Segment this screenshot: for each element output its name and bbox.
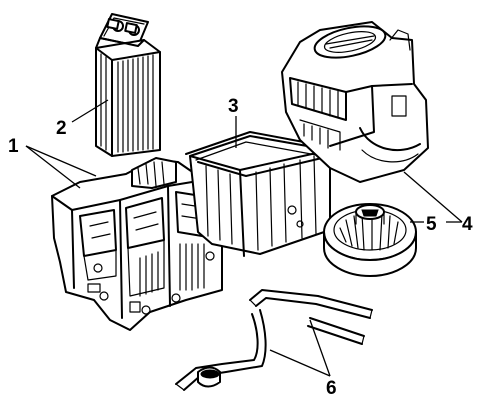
callout-5: 5 bbox=[426, 214, 437, 235]
heater-case-icon bbox=[51, 157, 223, 331]
leader-lines bbox=[25, 99, 463, 377]
blower-motor-icon bbox=[323, 203, 417, 277]
heater-core-icon bbox=[95, 13, 161, 157]
callout-1: 1 bbox=[8, 136, 19, 157]
hoses-icon bbox=[175, 289, 373, 391]
callout-6: 6 bbox=[326, 378, 337, 399]
callout-3: 3 bbox=[228, 96, 239, 117]
callout-4: 4 bbox=[462, 214, 473, 235]
callout-2: 2 bbox=[56, 118, 67, 139]
blower-housing-icon bbox=[281, 21, 429, 183]
